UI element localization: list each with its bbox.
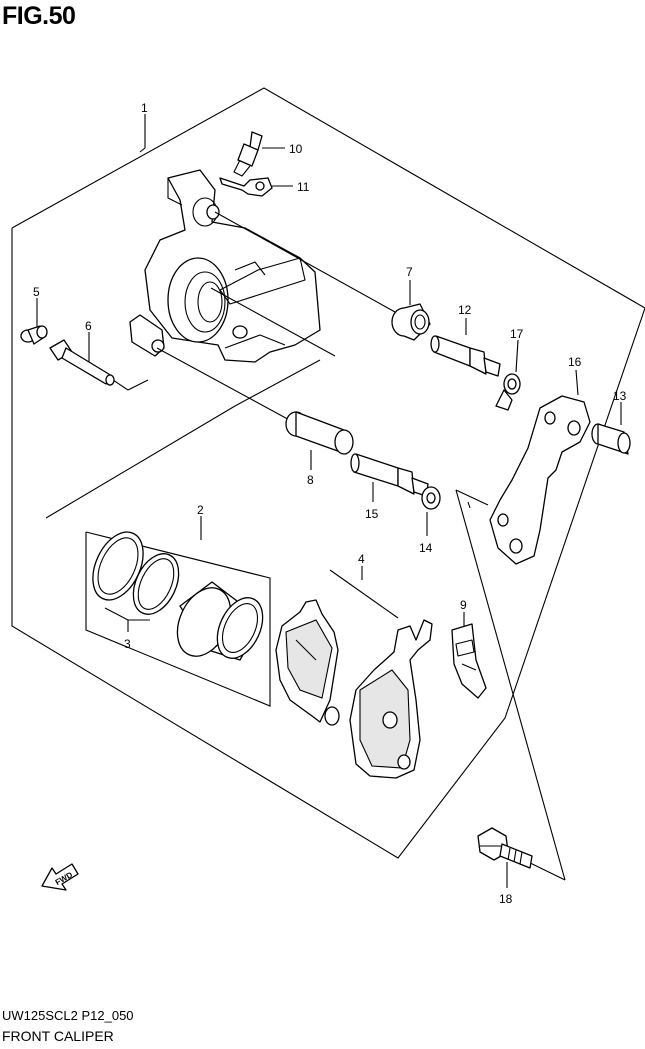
callout-1: 1 [141,101,148,115]
callout-10: 10 [289,142,303,156]
callout-16: 16 [568,355,582,369]
callout-14: 14 [419,541,433,555]
callout-17: 17 [510,327,524,341]
pin-bolt-15[interactable] [350,453,429,497]
callout-13: 13 [613,389,627,403]
pad-spring[interactable] [451,623,487,699]
model-code: UW125SCL2 P12_050 [2,1008,134,1023]
caliper-body[interactable] [129,169,321,363]
assembly-outline [11,87,645,859]
callout-6: 6 [85,319,92,333]
callout-12: 12 [458,303,472,317]
pin-bolt-12[interactable] [430,335,501,377]
bleeder-screw[interactable] [233,131,263,177]
callout-4: 4 [358,552,365,566]
brake-pad-outer[interactable] [349,619,433,779]
washer[interactable] [421,486,441,510]
callout-2: 2 [197,503,204,517]
pin-boot[interactable] [20,325,48,345]
callout-7: 7 [406,265,413,279]
bracket-bolt[interactable] [477,827,533,869]
brake-pad-inner[interactable] [275,599,340,726]
fwd-arrow-icon: FWD [41,863,79,891]
clip[interactable] [495,373,521,411]
slide-pin[interactable] [49,339,115,386]
hose-guide[interactable] [219,177,273,197]
piston-seal[interactable] [83,524,153,608]
figure-title: FIG.50 [2,2,76,30]
bracket-pin[interactable] [591,423,631,455]
caliper-bracket[interactable] [489,395,591,565]
sleeve[interactable] [285,411,354,455]
dust-seal[interactable] [124,547,187,622]
callout-8: 8 [307,473,314,487]
pad-group-outline [85,531,271,707]
figure-caption: FRONT CALIPER [2,1028,114,1044]
callout-3: 3 [124,637,131,651]
callout-18: 18 [499,892,513,906]
callout-9: 9 [460,598,467,612]
boot[interactable] [391,303,431,341]
piston[interactable] [167,579,272,665]
callout-11: 11 [297,180,310,194]
piston-group-outline [45,359,321,519]
callout-15: 15 [365,507,379,521]
callout-5: 5 [33,285,40,299]
